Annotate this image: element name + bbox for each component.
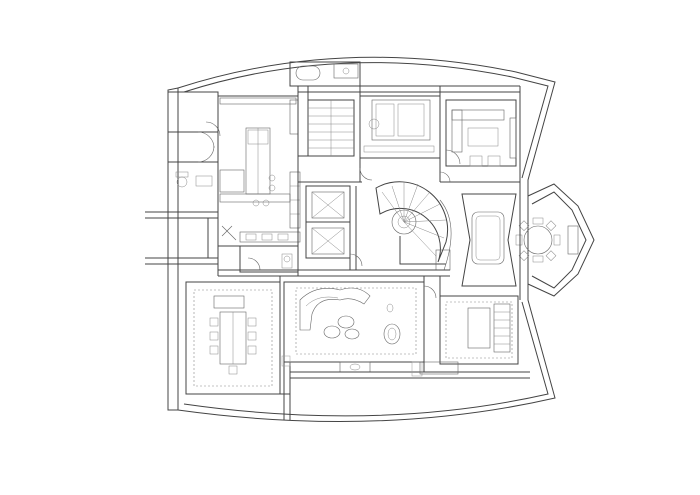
ottoman-icon	[383, 323, 401, 345]
dining-chair	[209, 345, 219, 355]
stair-hall	[305, 99, 355, 259]
dining-chair	[532, 255, 544, 263]
dining-chair	[532, 217, 544, 225]
internal-walls	[217, 85, 521, 394]
elevator-shaft	[311, 191, 345, 219]
coffee-table-pebble	[323, 325, 341, 339]
outer-hull	[167, 56, 556, 423]
round-dining-table	[523, 225, 553, 255]
dining-chair	[209, 331, 219, 341]
study	[445, 99, 517, 167]
left-wing	[145, 91, 219, 265]
central-table-zone	[461, 193, 517, 287]
bed-icon	[371, 99, 431, 141]
kitchen	[205, 95, 301, 247]
sofa-icon	[451, 109, 505, 121]
kitchen-counter-bottom	[239, 231, 301, 243]
rug-outline	[193, 289, 273, 387]
formal-dining	[185, 281, 281, 395]
spiral-stair	[375, 181, 452, 271]
bar-stool	[268, 184, 276, 192]
dining-chair	[247, 331, 257, 341]
rug-outline	[445, 301, 513, 359]
dining-chair	[247, 317, 257, 327]
dining-chair	[515, 234, 523, 246]
coffee-table-pebble	[344, 328, 360, 340]
dining-chair	[228, 365, 238, 375]
dining-chair	[209, 317, 219, 327]
media-lounge	[439, 295, 519, 365]
sectional-sofa	[299, 287, 371, 331]
bottom-terrace	[186, 361, 530, 395]
center-table	[471, 211, 505, 265]
dining-chair	[247, 345, 257, 355]
service-corridor	[218, 186, 450, 277]
fireplace-console	[339, 361, 371, 373]
coffee-table-pebble	[337, 315, 355, 329]
toilet-icon	[281, 253, 293, 269]
small-bath	[239, 245, 299, 273]
top-bath	[289, 61, 361, 157]
bar-stool	[268, 174, 276, 182]
bedroom	[359, 95, 441, 159]
round-dining-bay	[515, 183, 595, 297]
elevator-shaft	[311, 227, 345, 255]
living	[281, 281, 425, 420]
rug-outline	[295, 287, 417, 355]
bathtub-icon	[295, 65, 321, 81]
dining-chair	[553, 234, 561, 246]
media-sofa	[467, 307, 491, 349]
